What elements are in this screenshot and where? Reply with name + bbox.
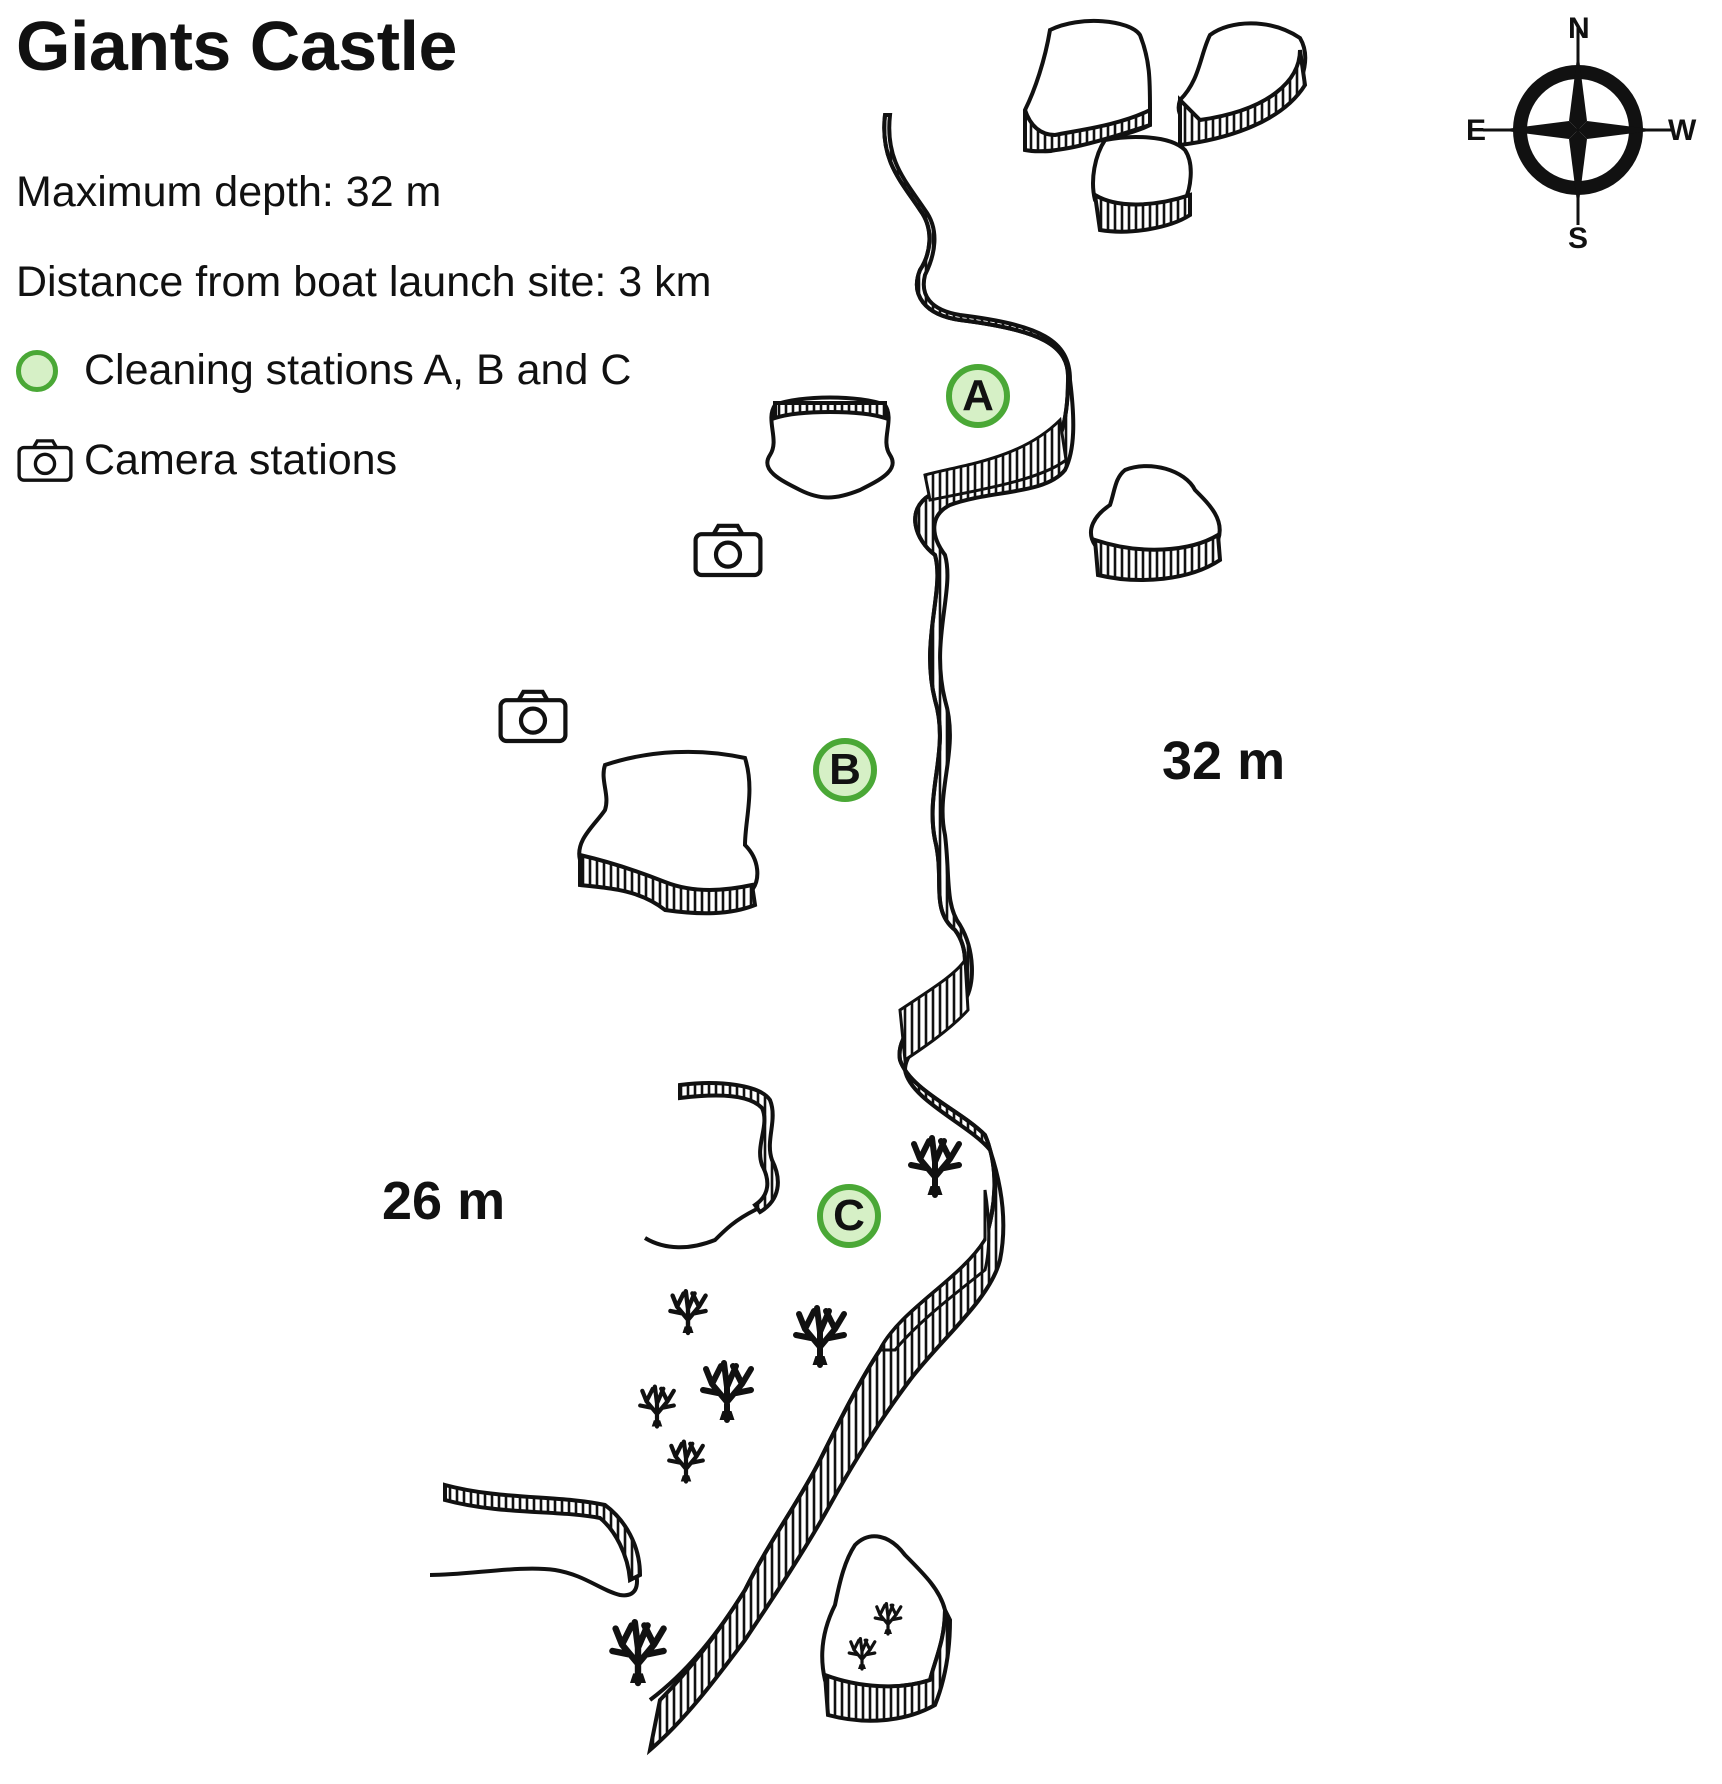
reef-wall: [646, 113, 1076, 1756]
compass-north-label: N: [1568, 12, 1590, 45]
coral-icon: [670, 1291, 705, 1333]
camera-icon: [693, 523, 763, 578]
compass-south-label: S: [1568, 222, 1589, 255]
ledge-west-upper: [643, 1081, 780, 1250]
rock-south: [820, 1534, 953, 1723]
coral-icon: [640, 1387, 674, 1427]
coral-icon: [911, 1138, 959, 1195]
camera-icon: [17, 438, 73, 482]
coral-icon: [796, 1308, 844, 1365]
rock-near-station-a: [765, 395, 895, 500]
legend-camera-label: Camera stations: [84, 436, 398, 484]
coral-icon: [703, 1363, 751, 1420]
ledge-west-lower: [429, 1482, 643, 1598]
rock-east: [1089, 464, 1223, 582]
depth-label-26m: 26 m: [382, 1171, 506, 1231]
rock-near-station-b: [577, 749, 760, 916]
depth-label-32m: 32 m: [1162, 731, 1286, 791]
compass-rose-icon: [1483, 25, 1673, 225]
legend-cleaning-stations: Cleaning stations A, B and C: [16, 346, 631, 395]
distance-text: Distance from boat launch site: 3 km: [16, 258, 712, 306]
legend-cleaning-label: Cleaning stations A, B and C: [84, 346, 632, 394]
legend-camera-stations: Camera stations: [16, 436, 397, 485]
cleaning-station-a[interactable]: A: [946, 364, 1010, 428]
coral-icon: [612, 1622, 663, 1683]
cleaning-station-legend-icon: [16, 349, 58, 392]
coral-icon: [669, 1442, 703, 1482]
compass-east-label: E: [1466, 114, 1487, 147]
camera-icon: [498, 689, 568, 744]
boulders-north: [1023, 19, 1308, 234]
cleaning-station-c[interactable]: C: [817, 1184, 881, 1248]
compass-west-label: W: [1668, 114, 1697, 147]
map-title: Giants Castle: [16, 7, 457, 85]
cleaning-station-b[interactable]: B: [813, 738, 877, 802]
max-depth-text: Maximum depth: 32 m: [16, 168, 442, 216]
